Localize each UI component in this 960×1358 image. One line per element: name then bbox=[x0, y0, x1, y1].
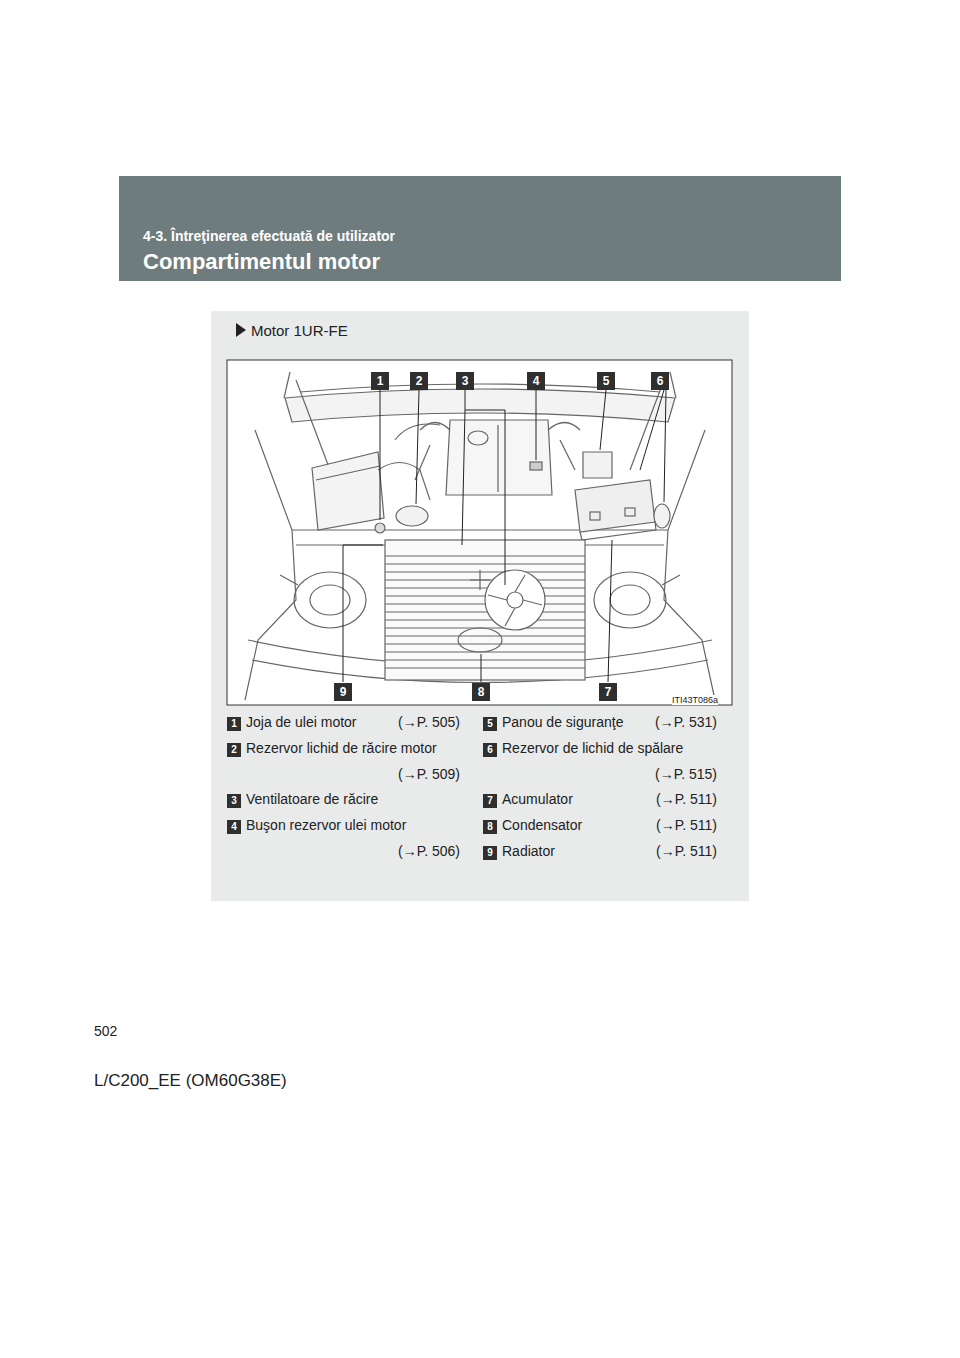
list-marker: 3 bbox=[227, 794, 241, 808]
legend-item: 9 Radiator (→P. 511) bbox=[483, 843, 717, 863]
part-name: Acumulator bbox=[502, 791, 573, 807]
callout-number: 8 bbox=[472, 683, 490, 701]
page-reference: (→P. 511) bbox=[656, 843, 717, 859]
part-name: Rezervor lichid de răcire motor bbox=[246, 740, 437, 756]
callout-number: 1 bbox=[371, 372, 389, 390]
list-marker: 6 bbox=[483, 743, 497, 757]
page-reference: (→P. 511) bbox=[656, 817, 717, 833]
callout-number: 6 bbox=[651, 372, 669, 390]
callout-number: 7 bbox=[599, 683, 617, 701]
list-marker: 4 bbox=[227, 820, 241, 834]
callout-number: 4 bbox=[527, 372, 545, 390]
callout-number: 9 bbox=[334, 683, 352, 701]
legend-item: 5 Panou de siguranţe (→P. 531) bbox=[483, 714, 717, 734]
callout-number: 2 bbox=[410, 372, 428, 390]
legend-item: 4 Buşon rezervor ulei motor (→P. 506) bbox=[227, 817, 460, 863]
part-name: Condensator bbox=[502, 817, 582, 833]
list-marker: 8 bbox=[483, 820, 497, 834]
callout-digit: 7 bbox=[599, 683, 617, 701]
list-marker: 7 bbox=[483, 794, 497, 808]
figure-code: ITI43T086a bbox=[672, 695, 718, 705]
legend-item: 3 Ventilatoare de răcire bbox=[227, 791, 460, 811]
part-name: Panou de siguranţe bbox=[502, 714, 623, 730]
callout-digit: 2 bbox=[410, 372, 428, 390]
callout-digit: 5 bbox=[597, 372, 615, 390]
callout-digit: 1 bbox=[371, 372, 389, 390]
legend-item: 7 Acumulator (→P. 511) bbox=[483, 791, 717, 811]
part-name: Joja de ulei motor bbox=[246, 714, 357, 730]
page-reference: (→P. 511) bbox=[656, 791, 717, 807]
legend-item: 2 Rezervor lichid de răcire motor (→P. 509… bbox=[227, 740, 460, 786]
callout-number: 5 bbox=[597, 372, 615, 390]
legend-item: 6 Rezervor de lichid de spălare (→P. 515) bbox=[483, 740, 717, 786]
page-heading: Compartimentul motor bbox=[143, 249, 380, 275]
list-marker: 2 bbox=[227, 743, 241, 757]
document-code: L/C200_EE (OM60G38E) bbox=[94, 1071, 287, 1091]
callout-digit: 9 bbox=[334, 683, 352, 701]
callout-digit: 6 bbox=[651, 372, 669, 390]
page-reference: (→P. 515) bbox=[655, 766, 717, 782]
part-name: Radiator bbox=[502, 843, 555, 859]
page-reference: (→P. 509) bbox=[398, 766, 460, 782]
page-reference: (→P. 505) bbox=[398, 714, 460, 730]
part-name: Rezervor de lichid de spălare bbox=[502, 740, 683, 756]
engine-type: Motor 1UR-FE bbox=[251, 322, 348, 339]
part-name: Ventilatoare de răcire bbox=[246, 791, 378, 807]
callout-digit: 4 bbox=[527, 372, 545, 390]
legend-item: 1 Joja de ulei motor (→P. 505) bbox=[227, 714, 460, 734]
callout-number: 3 bbox=[456, 372, 474, 390]
list-marker: 1 bbox=[227, 717, 241, 731]
page-reference: (→P. 531) bbox=[655, 714, 717, 730]
content-panel: Motor 1UR-FE1234569871Joja de ulei motor… bbox=[211, 311, 749, 901]
page-reference: (→P. 506) bbox=[398, 843, 460, 859]
callout-digit: 3 bbox=[456, 372, 474, 390]
page-number: 502 bbox=[94, 1023, 117, 1039]
header-band: 4-3. Întreţinerea efectuată de utilizato… bbox=[119, 176, 841, 281]
list-marker: 9 bbox=[483, 846, 497, 860]
section-label: 4-3. Întreţinerea efectuată de utilizato… bbox=[143, 228, 395, 244]
part-name: Buşon rezervor ulei motor bbox=[246, 817, 406, 833]
callout-digit: 8 bbox=[472, 683, 490, 701]
list-marker: 5 bbox=[483, 717, 497, 731]
legend-item: 8 Condensator (→P. 511) bbox=[483, 817, 717, 837]
